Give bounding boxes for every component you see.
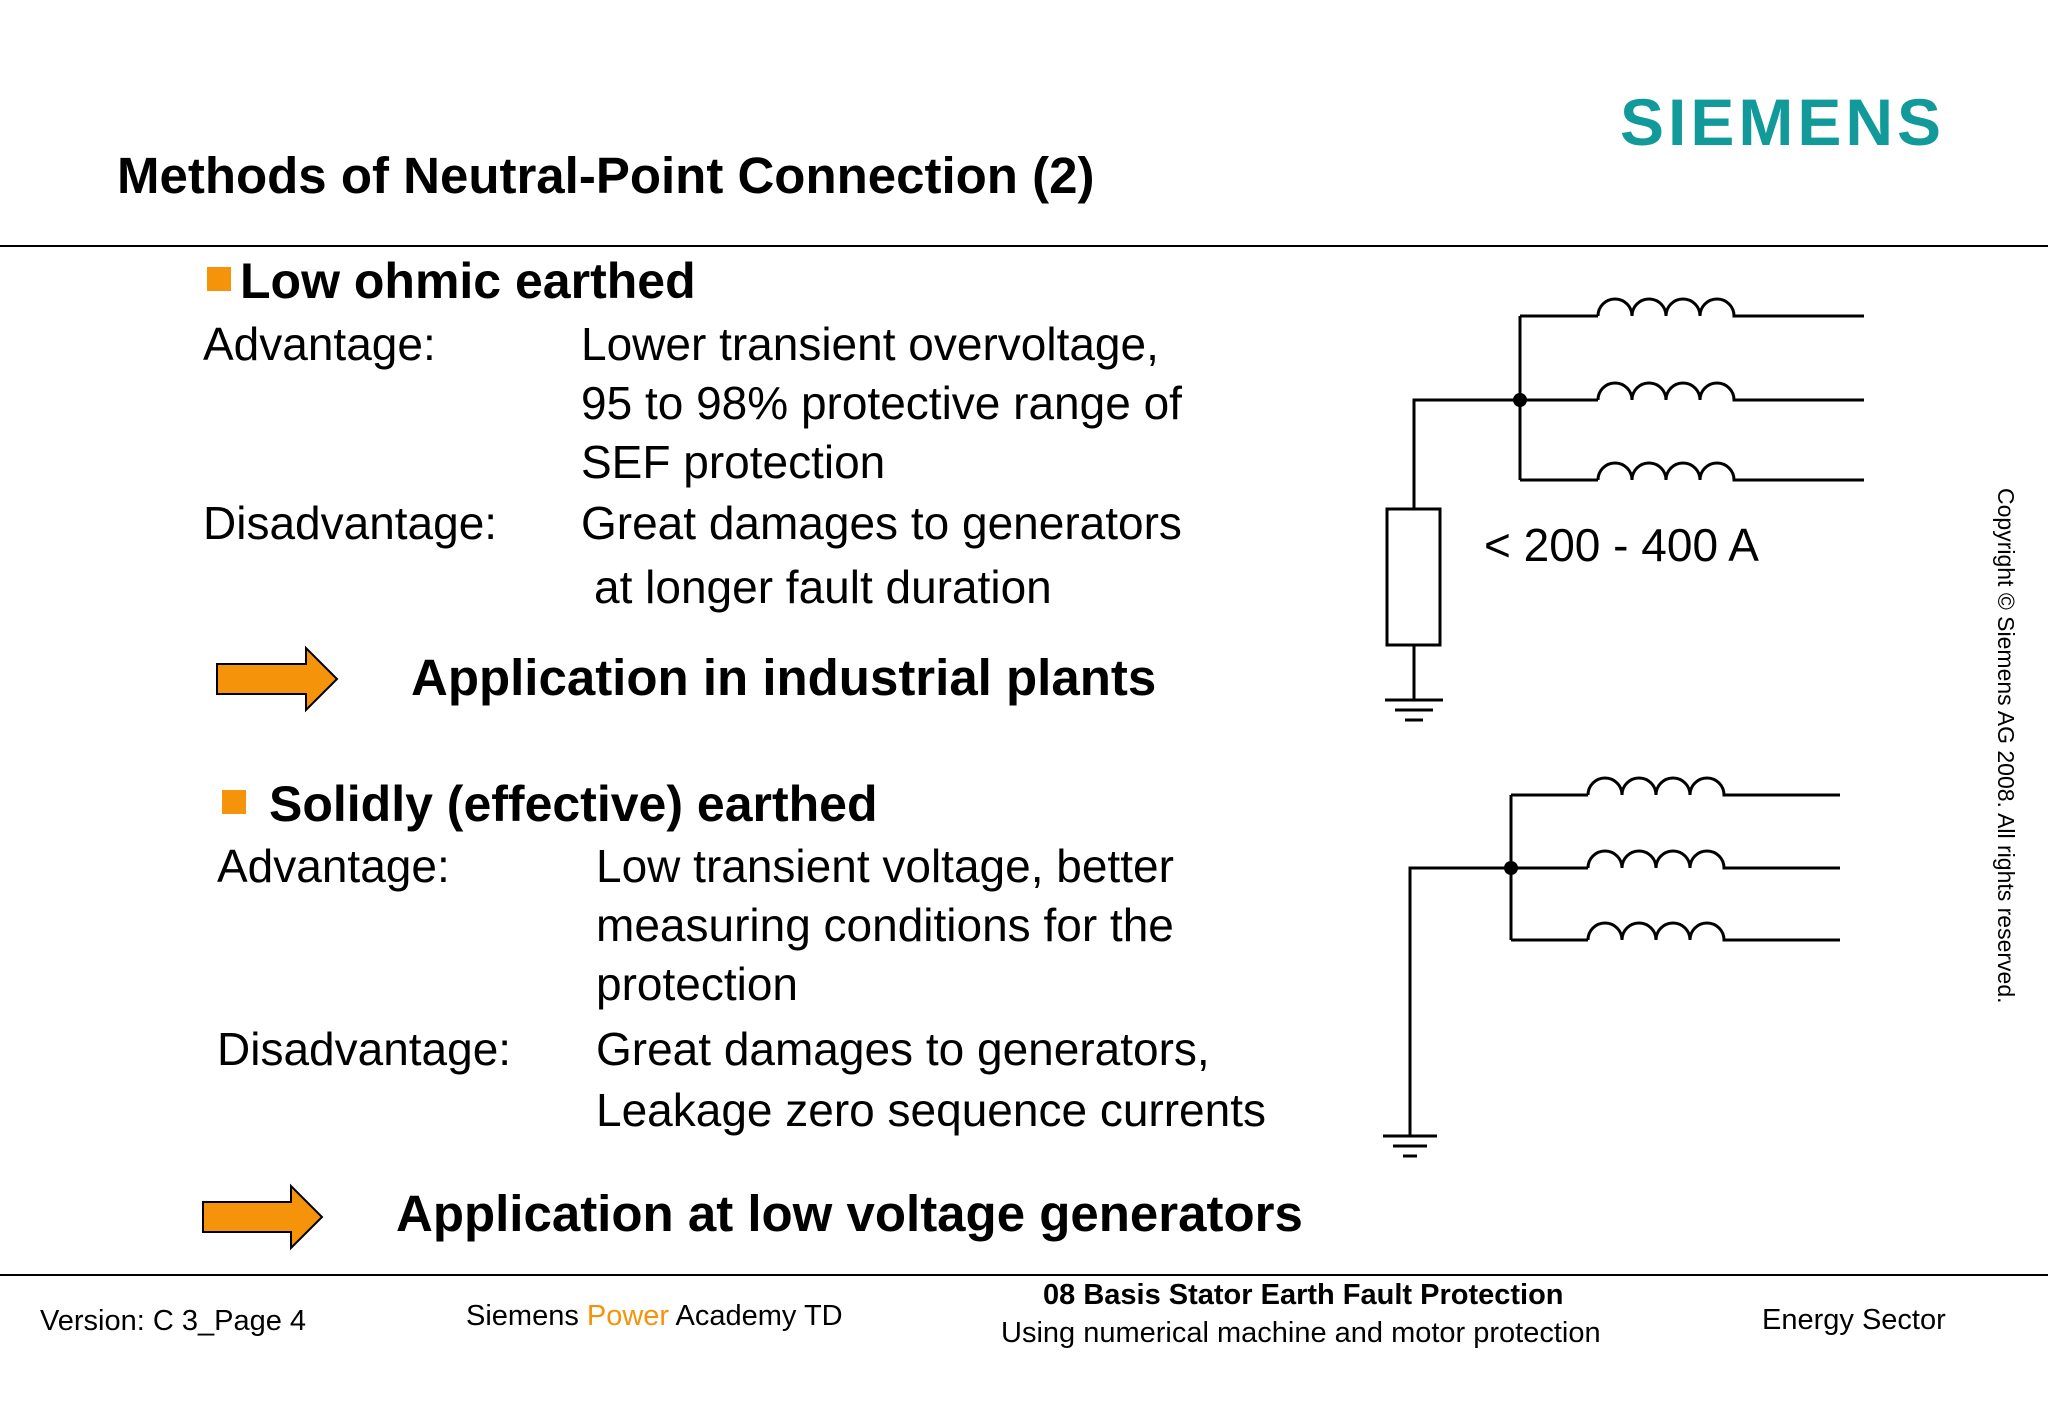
academy-highlight: Power [586,1300,670,1332]
page-title: Methods of Neutral-Point Connection (2) [117,147,1095,204]
current-range-label: < 200 - 400 A [1484,519,1759,571]
footer-version: Version: C 3_Page 4 [40,1305,307,1337]
disadvantage-line: Great damages to generators [581,497,1182,549]
neutral-point-node [1513,393,1527,407]
neutral-point-node [1504,861,1518,875]
advantage-line: Low transient voltage, better [596,840,1174,892]
advantage-line: Lower transient overvoltage, [581,318,1159,370]
advantage-line: protection [596,958,799,1010]
academy-text: Siemens [466,1300,587,1332]
disadvantage-line: Leakage zero sequence currents [596,1084,1266,1136]
bullet-square-icon [222,790,246,814]
arrow-right-icon [202,1183,324,1251]
footer-course-subtitle: Using numerical machine and motor protec… [1001,1317,1601,1349]
section-heading-solidly: Solidly (effective) earthed [269,776,878,832]
disadvantage-line: at longer fault duration [594,561,1052,613]
siemens-logo: SIEMENS [1620,85,1946,159]
section-heading-low-ohmic: Low ohmic earthed [240,253,696,309]
footer-course-title: 08 Basis Stator Earth Fault Protection [1043,1279,1564,1311]
advantage-line: measuring conditions for the [596,899,1174,951]
advantage-label: Advantage: [217,840,450,892]
footer-sector: Energy Sector [1762,1304,1946,1336]
solidly-earthed-circuit-diagram [1383,776,1840,1158]
advantage-label: Advantage: [203,318,436,370]
academy-text: Academy TD [669,1300,843,1332]
disadvantage-label: Disadvantage: [203,497,498,549]
disadvantage-label: Disadvantage: [217,1023,512,1075]
footer-divider [0,1274,2048,1276]
application-text: Application in industrial plants [411,649,1157,706]
disadvantage-line: Great damages to generators, [596,1023,1210,1075]
arrow-right-icon [216,645,339,713]
footer-academy: Siemens Power Academy TD [466,1300,843,1333]
header-divider [0,245,2048,247]
application-text: Application at low voltage generators [396,1185,1303,1242]
advantage-line: 95 to 98% protective range of [581,377,1182,429]
bullet-square-icon [207,267,231,291]
low-ohmic-circuit-diagram [1385,297,1864,722]
advantage-line: SEF protection [581,436,886,488]
